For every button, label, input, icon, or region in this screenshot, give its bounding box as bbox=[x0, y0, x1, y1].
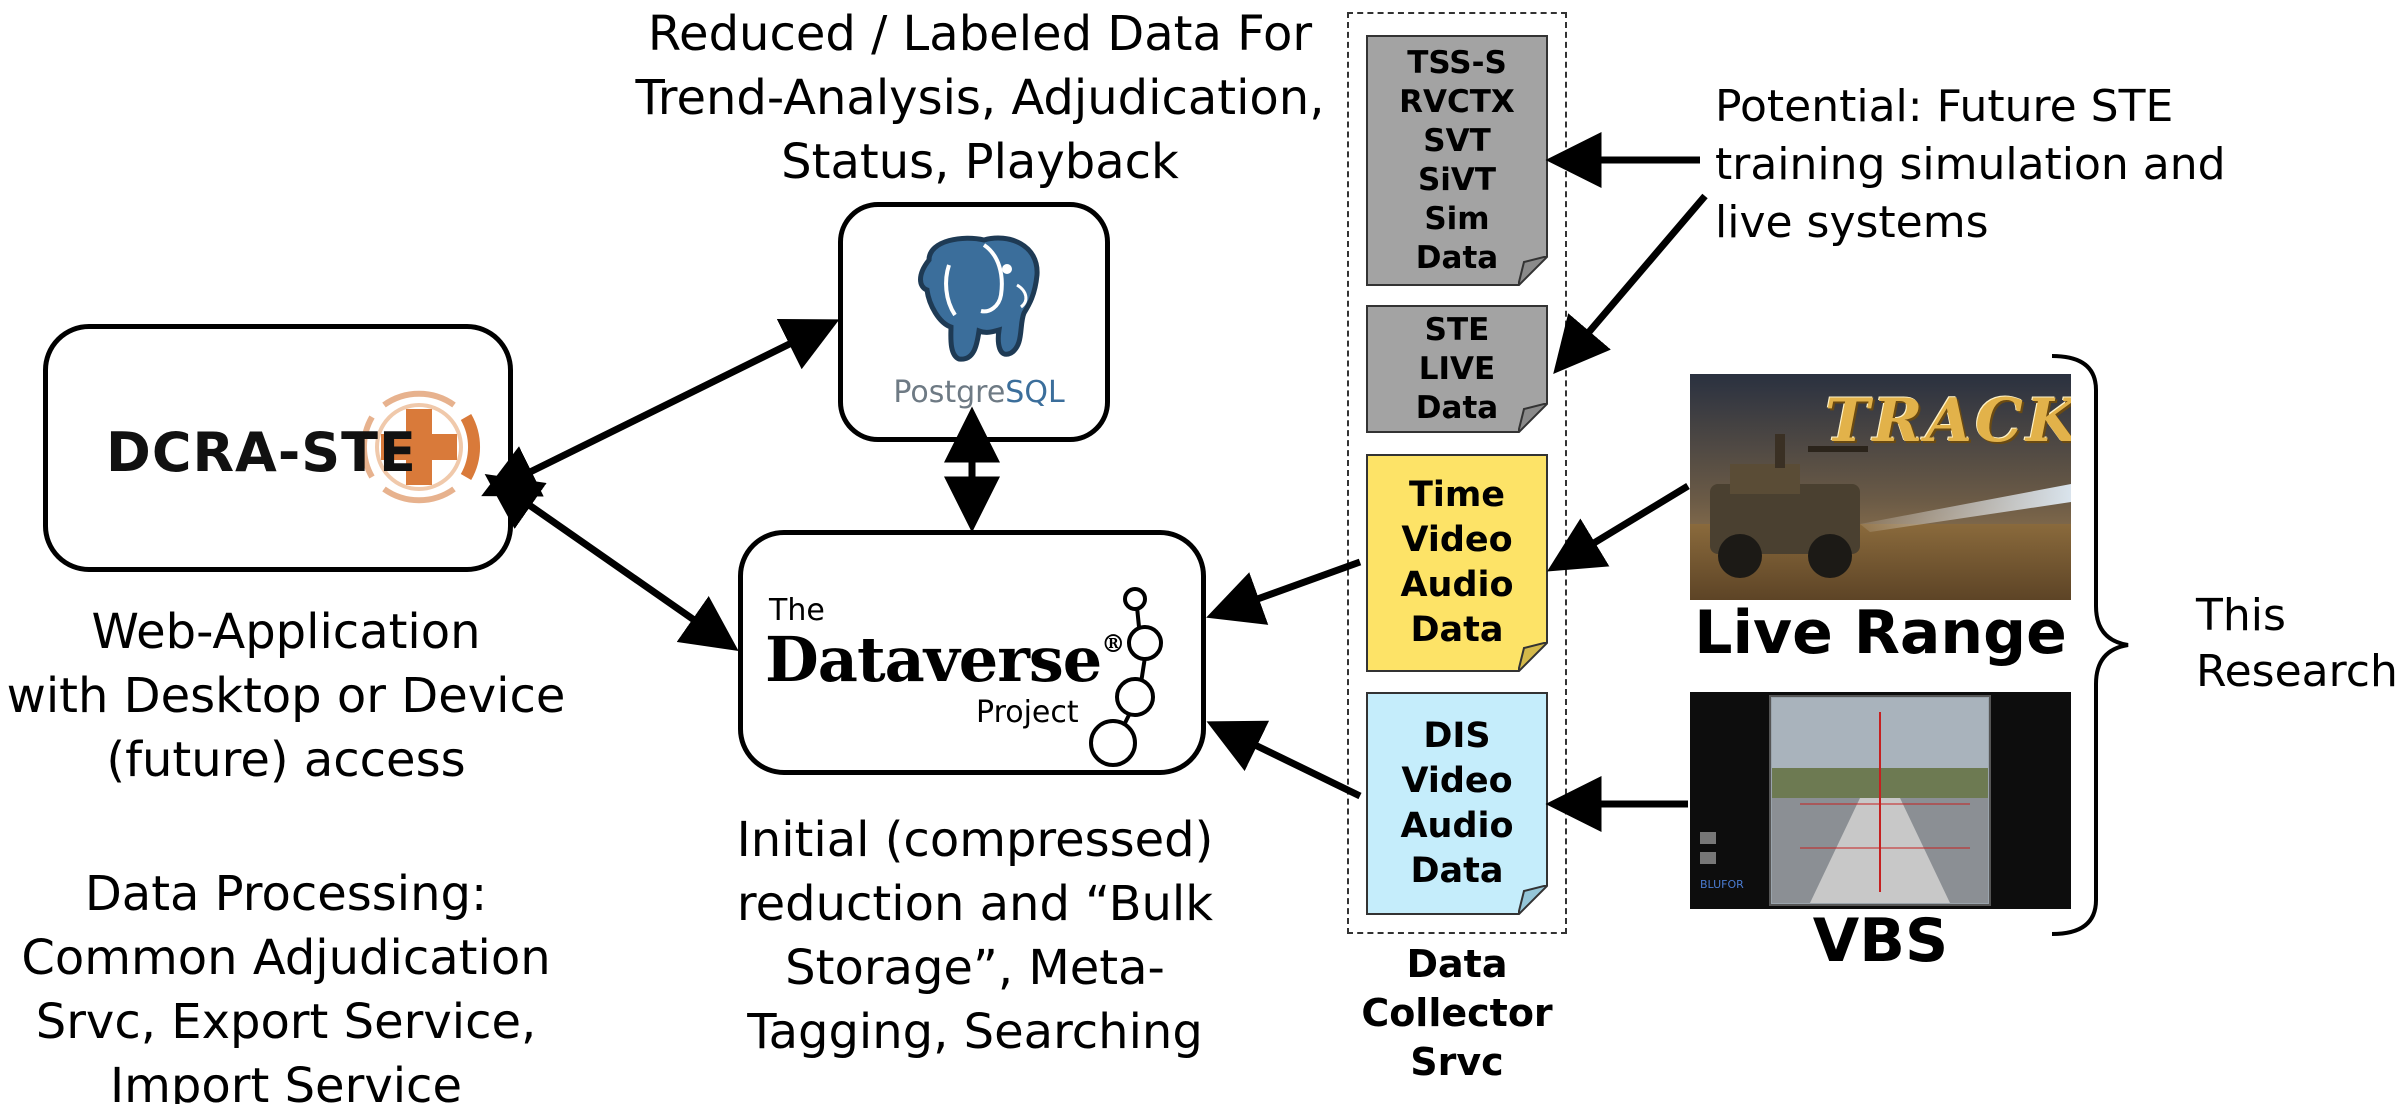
dataverse-logo-text: Dataverse® bbox=[765, 623, 1125, 696]
track-title: TRACK bbox=[1825, 386, 2071, 456]
postgresql-elephant-icon bbox=[918, 235, 1040, 362]
research-caption: This Research bbox=[2196, 590, 2398, 697]
dataverse-project-label: Project bbox=[976, 695, 1079, 730]
time-video-audio-doc: Time Video Audio Data bbox=[1366, 454, 1548, 672]
arrow-dcra-dataverse bbox=[484, 473, 739, 652]
track-scene-graphic bbox=[1690, 374, 2071, 600]
dataverse-box: The Dataverse® Project bbox=[738, 530, 1206, 775]
sim-data-doc: TSS-S RVCTX SVT SiVT Sim Data bbox=[1366, 35, 1548, 286]
this-research-brace bbox=[2051, 354, 2129, 936]
potential-caption: Potential: Future STE training simulatio… bbox=[1715, 81, 2226, 248]
vbs-scene-graphic bbox=[1690, 692, 2071, 909]
page-fold-icon bbox=[1518, 403, 1548, 433]
webapp-caption: Web-Application with Desktop or Device (… bbox=[6, 604, 566, 788]
live-range-label: Live Range bbox=[1694, 598, 2067, 668]
processing-caption: Data Processing: Common Adjudication Srv… bbox=[21, 866, 551, 1104]
collector-caption: Data Collector Srvc bbox=[1361, 942, 1553, 1084]
dcra-ste-box: DCRA-STE bbox=[43, 324, 513, 572]
postgresql-logo-text: PostgreSQL bbox=[893, 375, 1065, 410]
postgres-caption: Reduced / Labeled Data For Trend-Analysi… bbox=[635, 6, 1325, 190]
vbs-screenshot-image: BLUFOR bbox=[1690, 692, 2071, 909]
page-fold-icon bbox=[1518, 885, 1548, 915]
dataverse-caption: Initial (compressed) reduction and “Bulk… bbox=[736, 812, 1214, 1060]
dataverse-nodes-icon bbox=[1089, 587, 1163, 767]
arrow-dis-dataverse bbox=[1206, 720, 1362, 800]
arrow-dcra-postgres bbox=[481, 319, 840, 497]
arrow-time-dataverse bbox=[1206, 558, 1362, 625]
dis-video-audio-doc: DIS Video Audio Data bbox=[1366, 692, 1548, 915]
arrow-potential-live bbox=[1553, 193, 1708, 374]
vbs-label: VBS bbox=[1812, 906, 1949, 976]
vbs-blufor-text: BLUFOR bbox=[1700, 878, 1744, 891]
dcra-target-icon bbox=[360, 390, 481, 504]
page-fold-icon bbox=[1518, 256, 1548, 286]
dcra-ste-label: DCRA-STE bbox=[106, 421, 417, 484]
page-fold-icon bbox=[1518, 642, 1548, 672]
dataverse-the-label: The bbox=[769, 593, 825, 628]
live-data-doc: STE LIVE Data bbox=[1366, 305, 1548, 433]
arrow-track-time bbox=[1547, 483, 1690, 572]
data-collector-container bbox=[1347, 12, 1567, 934]
track-live-range-image: TRACK bbox=[1690, 374, 2071, 600]
